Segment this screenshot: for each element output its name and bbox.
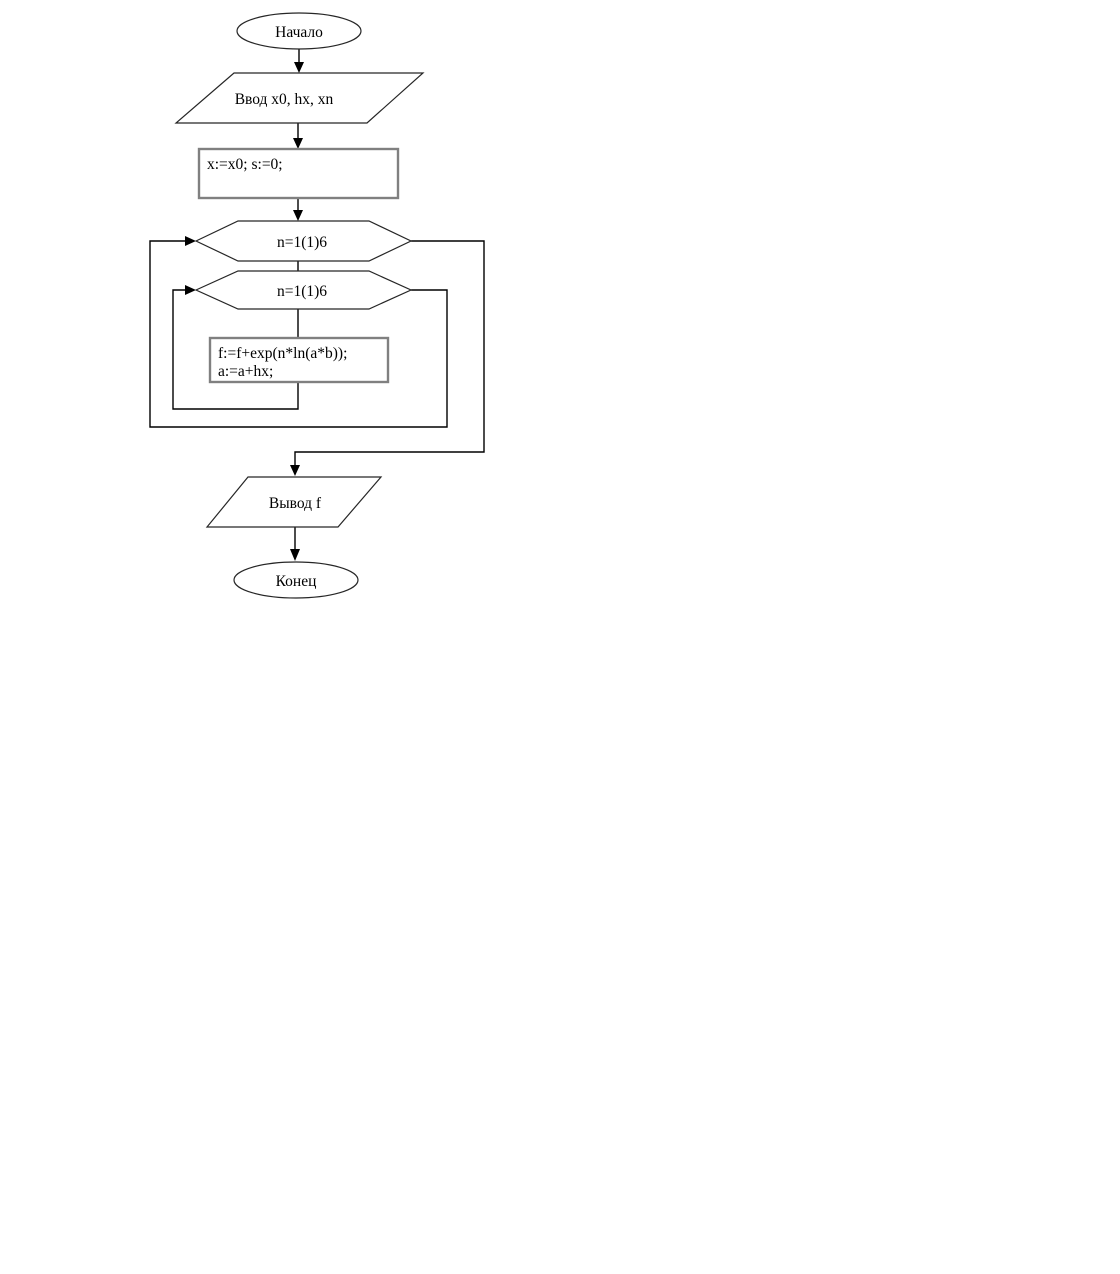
node-inner-loop: n=1(1)6 (194, 270, 413, 310)
node-body-line2: a:=a+hx; (218, 363, 273, 380)
arrow-down-icon (293, 138, 303, 149)
io-parallelogram (174, 72, 425, 124)
connector-start-to-input (294, 49, 304, 73)
arrow-down-icon (294, 62, 304, 73)
loop-hexagon (194, 220, 413, 262)
node-body-line1: f:=f+exp(n*ln(a*b)); (218, 345, 347, 362)
node-end: Конец (233, 561, 359, 599)
node-start: Начало (236, 12, 362, 50)
node-outer-loop-label: n=1(1)6 (277, 234, 327, 251)
connector-body-loopback-to-inner-loop (172, 285, 299, 410)
node-output-label: Вывод f (269, 495, 322, 512)
arrow-right-icon (185, 236, 196, 246)
node-end-label: Конец (276, 573, 317, 590)
node-start-label: Начало (275, 24, 323, 41)
arrow-right-icon (185, 285, 196, 295)
connector-inner-exit-loopback-to-outer-loop (149, 236, 448, 428)
node-inner-loop-label: n=1(1)6 (277, 283, 327, 300)
arrow-down-icon (290, 549, 300, 561)
connector-outer-exit-to-output (290, 240, 485, 476)
io-parallelogram (205, 476, 383, 528)
arrow-down-icon (293, 210, 303, 221)
node-outer-loop: n=1(1)6 (194, 220, 413, 262)
node-output: Вывод f (205, 476, 383, 528)
loop-hexagon (194, 270, 413, 310)
node-body: f:=f+exp(n*ln(a*b)); a:=a+hx; (208, 336, 390, 384)
terminator-ellipse (233, 561, 359, 599)
node-input-label: Ввод x0, hx, xn (235, 91, 334, 108)
node-init: x:=x0; s:=0; (197, 147, 400, 200)
node-input: Ввод x0, hx, xn (174, 72, 425, 124)
connector-init-to-outer-loop (293, 198, 303, 221)
arrow-down-icon (290, 465, 300, 476)
process-rectangle (197, 147, 400, 200)
process-rectangle (208, 336, 390, 384)
terminator-ellipse (236, 12, 362, 50)
connector-output-to-end (290, 527, 300, 561)
node-init-label: x:=x0; s:=0; (207, 156, 283, 173)
connector-input-to-init (293, 123, 303, 149)
